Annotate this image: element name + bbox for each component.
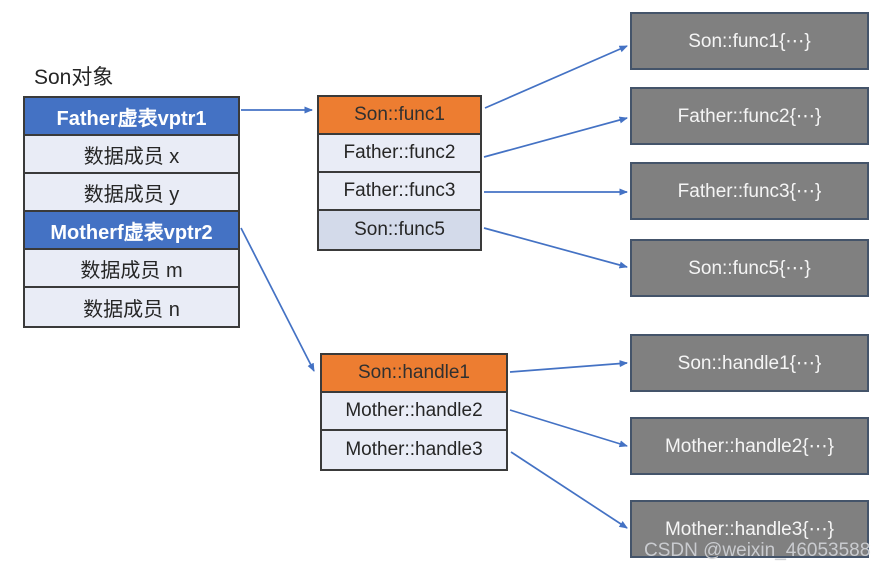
object-title: Son对象 [34, 66, 114, 89]
csdn-watermark: CSDN @weixin_46053588 [644, 540, 871, 561]
func-box-mother-handle3: Mother::handle3{⋯} [630, 500, 869, 558]
arrow-func2-to-body [483, 116, 628, 158]
arrow-func5-to-body [483, 227, 628, 269]
func-box-son-handle1: Son::handle1{⋯} [630, 334, 869, 392]
object-row-data-n: 数据成员 n [25, 288, 238, 326]
object-row-mother-vptr2: Motherf虚表vptr2 [25, 212, 238, 250]
vtable2-row-mother-handle3: Mother::handle3 [322, 431, 506, 469]
func-box-son-func5: Son::func5{⋯} [630, 239, 869, 297]
vtable2-row-mother-handle2: Mother::handle2 [322, 393, 506, 431]
vtable1-row-father-func2: Father::func2 [319, 135, 480, 173]
arrow-handle2-to-body [509, 409, 628, 448]
vtable1-row-son-func1: Son::func1 [319, 97, 480, 135]
func-box-son-func1: Son::func1{⋯} [630, 12, 869, 70]
vtable1-row-son-func5: Son::func5 [319, 211, 480, 249]
func-box-father-func3: Father::func3{⋯} [630, 162, 869, 220]
vtable1-row-father-func3: Father::func3 [319, 173, 480, 211]
func-box-father-func2: Father::func2{⋯} [630, 87, 869, 145]
object-row-data-y: 数据成员 y [25, 174, 238, 212]
arrow-func1-to-body [484, 45, 628, 109]
arrow-handle1-to-body [509, 360, 628, 373]
son-object-table: Father虚表vptr1 数据成员 x 数据成员 y Motherf虚表vpt… [23, 96, 240, 328]
arrow-handle3-to-body [510, 451, 628, 529]
arrow-vptr2-to-vtable2 [240, 227, 315, 372]
object-row-data-m: 数据成员 m [25, 250, 238, 288]
vtable2-row-son-handle1: Son::handle1 [322, 355, 506, 393]
object-row-father-vptr1: Father虚表vptr1 [25, 98, 238, 136]
object-row-data-x: 数据成员 x [25, 136, 238, 174]
func-box-mother-handle2: Mother::handle2{⋯} [630, 417, 869, 475]
father-vtable: Son::func1 Father::func2 Father::func3 S… [317, 95, 482, 251]
mother-vtable: Son::handle1 Mother::handle2 Mother::han… [320, 353, 508, 471]
